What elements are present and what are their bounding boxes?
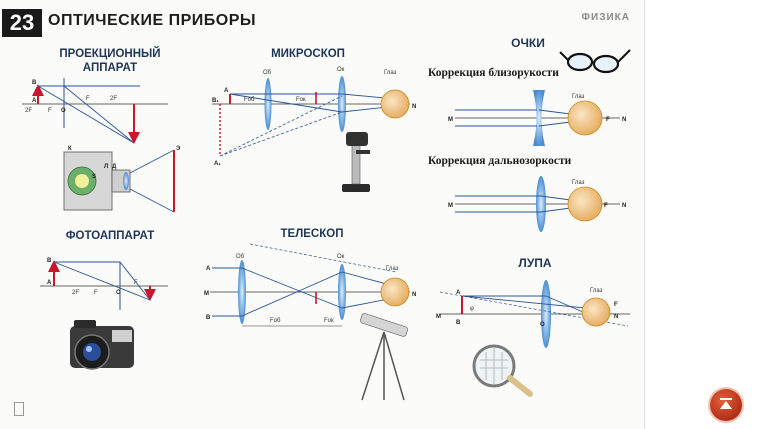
myopia-correction-label: Коррекция близорукости — [428, 67, 559, 79]
optics-diagrams: B A 2F F O F 2F К Л Д S Э — [22, 49, 631, 401]
projector-label-d: Д — [112, 164, 117, 170]
next-slide-button[interactable] — [710, 389, 742, 421]
myopia-eye-label: Глаз — [572, 94, 585, 100]
projector-label-f-right: F — [86, 96, 90, 102]
projector-diagram: B A 2F F O F 2F — [22, 78, 168, 144]
glasses-title: ОЧКИ — [511, 36, 545, 50]
projector-label-e: Э — [176, 146, 181, 152]
arrow-bar-icon — [720, 398, 732, 400]
magnifier-device — [472, 344, 533, 397]
projector-label-s: S — [92, 174, 96, 180]
telescope-title: ТЕЛЕСКОП — [280, 228, 344, 240]
projector-label-l: Л — [104, 164, 108, 170]
telescope-eye-label: Глаз — [386, 266, 399, 272]
projector-device: К Л Д S Э — [63, 146, 181, 213]
poster-subject: ФИЗИКА — [581, 12, 630, 23]
magnifier-title: ЛУПА — [518, 256, 552, 270]
myopia-label-f: F — [606, 117, 610, 123]
projector-label-a: A — [32, 98, 37, 104]
publisher-note: ​ — [28, 402, 138, 407]
microscope-diagram: Об Ок Глаз A B₁ A₁ Fоб Fок N — [212, 67, 416, 167]
projector-label-b: B — [32, 80, 37, 86]
magnifier-label-f: F — [614, 302, 618, 308]
microscope-eye-label: Глаз — [384, 70, 397, 76]
microscope-device — [342, 132, 370, 192]
myopia-label-n: N — [622, 117, 626, 123]
telescope-label-b: B — [206, 315, 211, 321]
projector-label-2f-right: 2F — [110, 96, 117, 102]
publisher-logo — [14, 402, 24, 416]
projector-label-f-left: F — [48, 108, 52, 114]
hyperopia-diagram: Глаз M F N — [448, 176, 626, 232]
magnifier-label-o: O — [540, 322, 545, 328]
magnifier-label-m: M — [436, 314, 441, 320]
camera-label-f-right: F — [134, 280, 138, 286]
poster-title: ОПТИЧЕСКИЕ ПРИБОРЫ — [48, 12, 257, 29]
magnifier-label-a: A — [456, 290, 461, 296]
microscope-label-ok: Ок — [337, 67, 345, 73]
microscope-title: МИКРОСКОП — [271, 48, 345, 60]
hyperopia-label-n: N — [622, 203, 626, 209]
camera-label-a: A — [47, 280, 52, 286]
myopia-label-m: M — [448, 117, 453, 123]
microscope-label-ob: Об — [263, 70, 272, 76]
telescope-label-n: N — [412, 292, 416, 298]
microscope-label-fob: Fоб — [244, 97, 255, 103]
projector-label-o: O — [61, 108, 66, 114]
microscope-label-fok: Fок — [296, 97, 306, 103]
magnifier-eye-label: Глаз — [590, 288, 603, 294]
microscope-label-n: N — [412, 104, 416, 110]
projector-label-2f-left: 2F — [25, 108, 32, 114]
myopia-diagram: Глаз M F N — [448, 90, 626, 146]
telescope-label-ok: Ок — [337, 254, 345, 260]
magnifier-label-phi: φ — [470, 306, 474, 312]
hyperopia-correction-label: Коррекция дальнозоркости — [428, 155, 572, 167]
microscope-label-a: A — [224, 88, 229, 94]
telescope-label-fok: Fок — [324, 318, 334, 324]
camera-label-2f: 2F — [72, 290, 79, 296]
glasses-icon — [559, 49, 631, 74]
hyperopia-eye-label: Глаз — [572, 180, 585, 186]
projector-label-k: К — [68, 146, 72, 152]
microscope-label-b1: B₁ — [212, 98, 219, 104]
telescope-label-fob: Fоб — [270, 318, 281, 324]
camera-label-o: O — [116, 290, 121, 296]
magnifier-diagram: Глаз A M B O φ F N — [436, 280, 630, 348]
telescope-label-m: M — [204, 291, 209, 297]
camera-label-f-left: F — [94, 290, 98, 296]
microscope-label-a1: A₁ — [214, 161, 221, 167]
magnifier-label-n: N — [614, 314, 618, 320]
camera-title: ФОТОАППАРАТ — [65, 230, 155, 242]
hyperopia-label-m: M — [448, 203, 453, 209]
camera-label-b: B — [47, 258, 52, 264]
arrow-up-icon — [720, 401, 732, 409]
optics-poster: 23 ОПТИЧЕСКИЕ ПРИБОРЫ ФИЗИКА ПРОЕКЦИОННЫ… — [0, 0, 645, 429]
camera-diagram: B A 2F F O F — [40, 258, 168, 310]
telescope-diagram: Об Ок Глаз A M B Fоб Fок N — [204, 243, 416, 327]
hyperopia-label-f: F — [604, 203, 608, 209]
camera-device — [70, 320, 134, 370]
poster-number: 23 — [2, 9, 42, 37]
telescope-label-ob: Об — [236, 254, 245, 260]
telescope-label-a: A — [206, 266, 211, 272]
magnifier-label-b: B — [456, 320, 461, 326]
telescope-device — [360, 313, 408, 401]
